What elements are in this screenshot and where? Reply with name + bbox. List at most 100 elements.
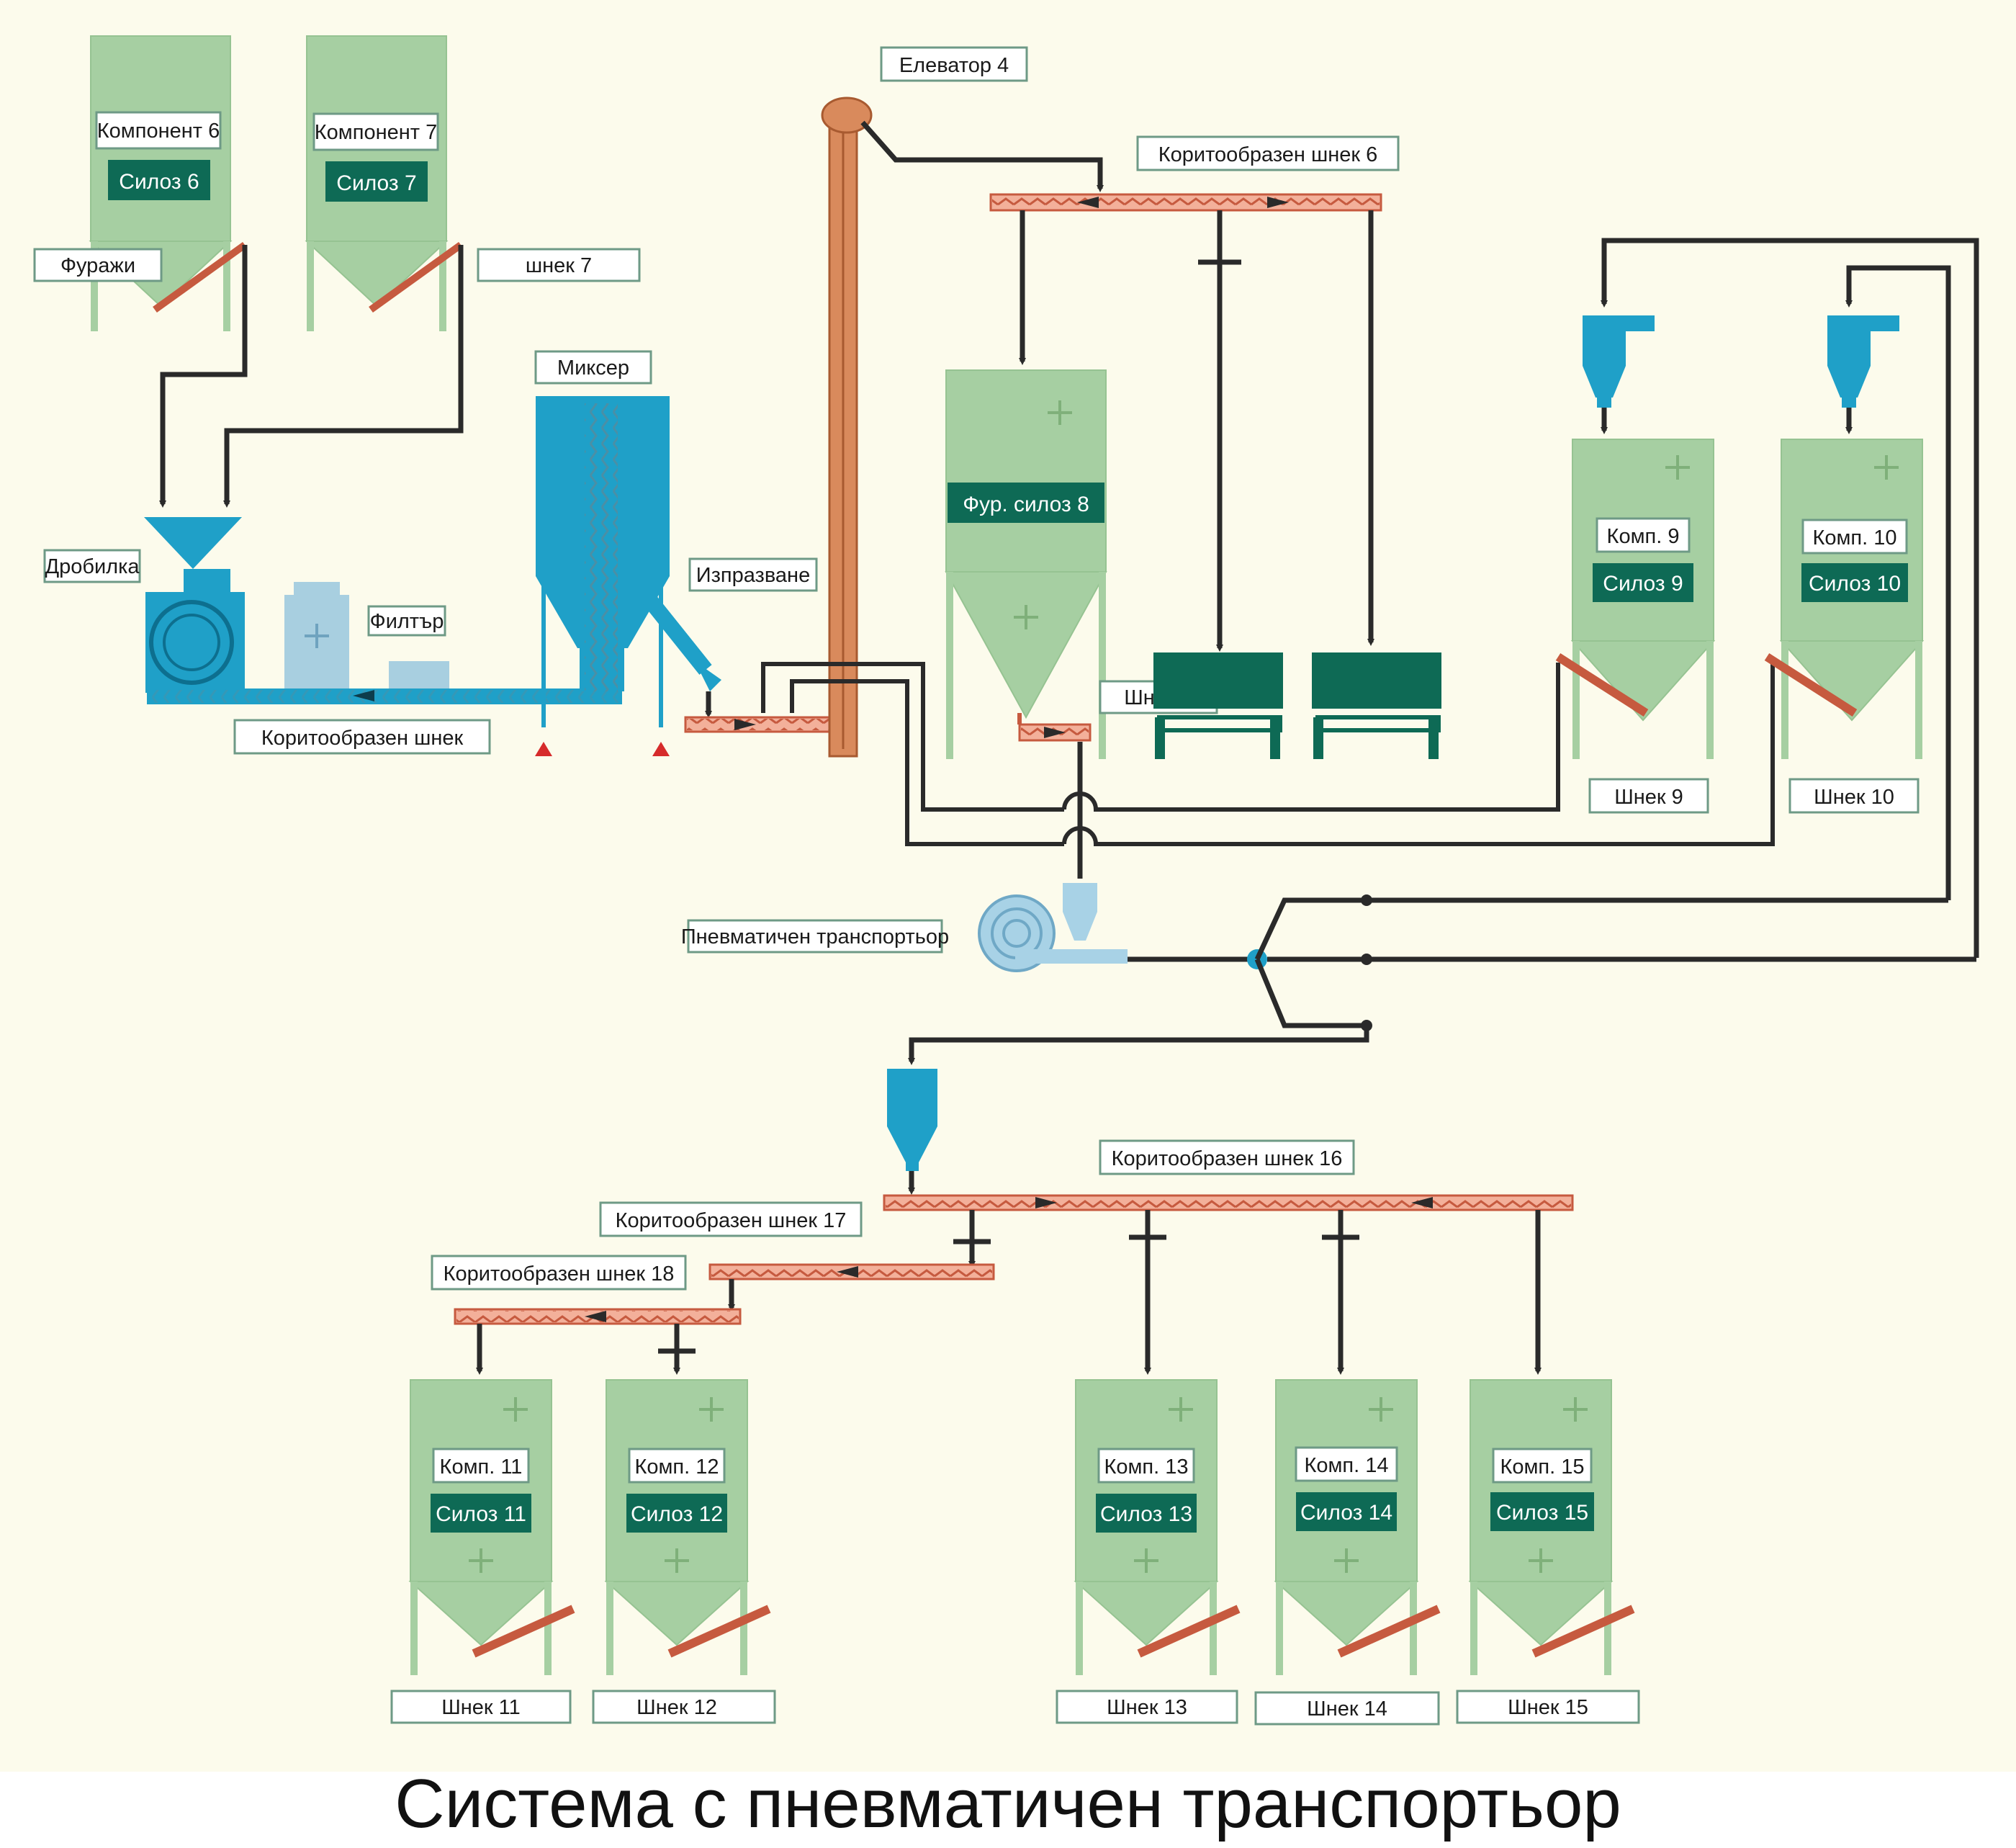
label-silo-13: Силоз 13 [1096, 1494, 1197, 1533]
svg-text:Шнек 14: Шнек 14 [1307, 1697, 1387, 1721]
svg-text:Комп. 10: Комп. 10 [1812, 526, 1896, 550]
svg-text:Комп. 11: Комп. 11 [440, 1455, 523, 1479]
coryto-shnek-16 [883, 1194, 1574, 1211]
truck-1 [1153, 652, 1283, 759]
label-silo-7: Силоз 7 [325, 161, 428, 202]
label-filtar: Филтър [367, 605, 446, 637]
svg-text:Коритообразен шнек 18: Коритообразен шнек 18 [444, 1262, 675, 1286]
label-shnek-15: Шнек 15 [1456, 1690, 1640, 1724]
svg-text:Силоз 15: Силоз 15 [1496, 1501, 1588, 1525]
elevator-4 [821, 97, 873, 758]
mixer-mikser [535, 396, 721, 756]
svg-text:Силоз 14: Силоз 14 [1300, 1501, 1392, 1525]
svg-text:Комп. 12: Комп. 12 [634, 1455, 719, 1479]
svg-text:Коритообразен шнек 17: Коритообразен шнек 17 [616, 1209, 847, 1232]
label-koryto-18: Коритообразен шнек 18 [431, 1255, 687, 1291]
fur-silo-8 [945, 369, 1107, 759]
bin-container [284, 582, 349, 688]
svg-text:Комп. 9: Комп. 9 [1607, 525, 1680, 548]
svg-text:Коритообразен шнек 16: Коритообразен шнек 16 [1112, 1147, 1343, 1170]
label-silo-11: Силоз 11 [431, 1494, 531, 1533]
svg-text:Елеватор 4: Елеватор 4 [899, 54, 1009, 77]
svg-text:Филтър: Филтър [370, 610, 444, 633]
svg-text:Силоз 7: Силоз 7 [336, 171, 416, 195]
label-komp-12: Комп. 12 [628, 1448, 726, 1484]
svg-text:Силоз 12: Силоз 12 [631, 1502, 723, 1526]
label-shnek-11: Шнек 11 [390, 1690, 572, 1724]
label-furazhi: Фуражи [33, 248, 163, 282]
svg-text:Компонент 6: Компонент 6 [97, 120, 220, 143]
svg-text:Шнек 10: Шнек 10 [1814, 786, 1894, 809]
svg-text:Комп. 13: Комп. 13 [1104, 1455, 1188, 1479]
svg-text:Дробилка: Дробилка [45, 555, 140, 578]
cyclone-16 [887, 1069, 937, 1171]
coryto-shnek-17 [708, 1263, 995, 1280]
label-komp-14: Комп. 14 [1295, 1446, 1398, 1482]
label-komp-10: Комп. 10 [1801, 519, 1908, 555]
label-shnek-7: шнек 7 [477, 248, 641, 282]
crusher-drobilka [144, 517, 245, 693]
label-komp-11: Комп. 11 [432, 1448, 530, 1484]
label-drobilka: Дробилка [43, 549, 141, 583]
svg-text:Коритообразен шнек 6: Коритообразен шнек 6 [1158, 143, 1378, 166]
coryto-shnek-18 [454, 1308, 742, 1325]
label-silo-10: Силоз 10 [1801, 563, 1908, 602]
label-silo-14: Силоз 14 [1296, 1492, 1397, 1531]
svg-text:Шнек 9: Шнек 9 [1614, 786, 1683, 809]
label-shnek-10: Шнек 10 [1788, 778, 1920, 814]
label-komp-9: Комп. 9 [1596, 517, 1691, 553]
label-silo-6: Силоз 6 [108, 160, 210, 200]
label-shnek-14: Шнек 14 [1254, 1691, 1440, 1726]
svg-text:Силоз 6: Силоз 6 [119, 170, 199, 194]
label-mikser: Миксер [534, 350, 652, 385]
svg-text:Фур. силоз 8: Фур. силоз 8 [963, 493, 1089, 516]
label-silo-9: Силоз 9 [1593, 563, 1693, 602]
truck-2 [1312, 652, 1441, 759]
svg-text:Силоз 13: Силоз 13 [1100, 1502, 1192, 1526]
label-silo-15: Силоз 15 [1490, 1492, 1594, 1531]
pneumatic-blower [978, 883, 1128, 972]
process-diagram: Компонент 6 Силоз 6 Компонент 7 Силоз 7 … [0, 0, 2016, 1772]
label-komp-15: Комп. 15 [1492, 1448, 1593, 1484]
label-shnek-13: Шнек 13 [1056, 1690, 1238, 1724]
svg-text:Фуражи: Фуражи [60, 254, 135, 277]
label-koryto-17: Коритообразен шнек 17 [599, 1201, 863, 1237]
svg-text:Шнек 11: Шнек 11 [441, 1696, 521, 1719]
svg-text:Компонент 7: Компонент 7 [315, 121, 437, 144]
svg-text:Миксер: Миксер [557, 356, 629, 380]
svg-text:Коритообразен шнек: Коритообразен шнек [261, 727, 464, 750]
svg-text:Силоз 9: Силоз 9 [1603, 572, 1683, 596]
label-shnek-9: Шнек 9 [1588, 778, 1709, 814]
label-shnek-12: Шнек 12 [592, 1690, 776, 1724]
label-elevator-4: Елеватор 4 [880, 46, 1028, 82]
cyclone-9 [1583, 315, 1655, 408]
svg-text:шнек 7: шнек 7 [526, 254, 592, 277]
svg-text:Комп. 15: Комп. 15 [1500, 1455, 1584, 1479]
svg-text:Шнек 12: Шнек 12 [636, 1696, 717, 1719]
shnek-8 [1017, 713, 1092, 742]
filter-filtar [389, 661, 449, 690]
label-koryto-16: Коритообразен шнек 16 [1099, 1139, 1355, 1175]
svg-text:Силоз 10: Силоз 10 [1809, 572, 1901, 596]
label-komponent-7: Компонент 7 [312, 112, 439, 151]
label-silo-12: Силоз 12 [626, 1494, 727, 1533]
label-fur-silo-8: Фур. силоз 8 [948, 483, 1104, 523]
label-izprazvane: Изпразване [688, 557, 818, 592]
svg-text:Шнек 15: Шнек 15 [1508, 1696, 1588, 1719]
coryto-conveyor-lower [147, 688, 622, 704]
coryto-shnek-6 [989, 193, 1382, 212]
cyclone-10 [1827, 315, 1899, 408]
svg-text:Шнек 13: Шнек 13 [1107, 1696, 1187, 1719]
label-koryto: Коритообразен шнек [233, 719, 491, 755]
label-komp-13: Комп. 13 [1097, 1448, 1195, 1484]
screw-to-elevator [684, 716, 837, 733]
diagram-caption: Система с пневматичен транспортьор [395, 1765, 1621, 1842]
label-koryto-6: Коритообразен шнек 6 [1136, 135, 1400, 171]
svg-text:Силоз 11: Силоз 11 [436, 1502, 526, 1526]
svg-text:Комп. 14: Комп. 14 [1304, 1454, 1388, 1477]
label-komponent-6: Компонент 6 [95, 111, 222, 150]
label-pnevmatichen: Пневматичен транспортьор [681, 919, 949, 954]
svg-text:Изпразване: Изпразване [696, 564, 810, 587]
svg-text:Пневматичен транспортьор: Пневматичен транспортьор [681, 925, 949, 948]
